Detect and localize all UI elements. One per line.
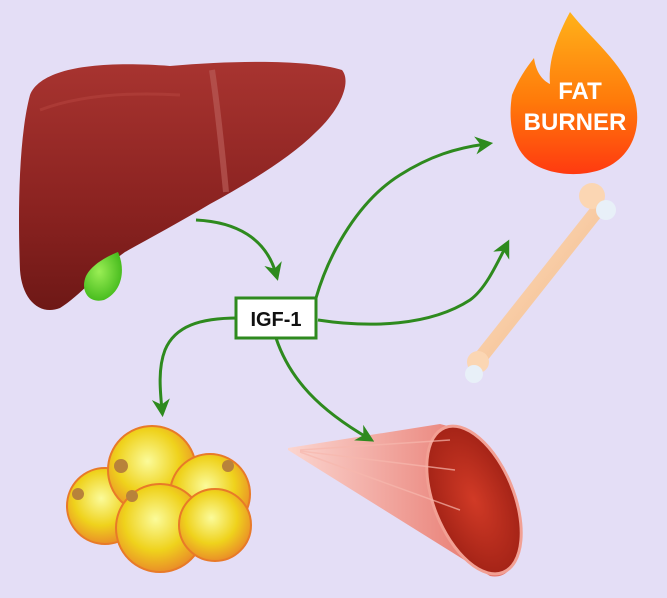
gallbladder-icon — [84, 252, 122, 301]
liver-icon — [19, 61, 346, 311]
arrow-igf1-to-muscle — [274, 337, 375, 442]
igf1-node: IGF-1 — [234, 296, 318, 340]
arrow-igf1-to-fat-cells — [151, 316, 239, 418]
igf1-label: IGF-1 — [250, 309, 301, 331]
arrow-liver-to-igf1 — [195, 218, 282, 281]
arrow-igf1-to-fat-burner — [314, 136, 494, 299]
arrows — [151, 136, 510, 442]
muscle-icon — [288, 424, 523, 577]
bone-icon — [465, 183, 616, 383]
fat-burner-line1: FAT — [558, 78, 602, 105]
fat-cells-icon — [66, 425, 252, 573]
arrow-igf1-to-bone — [317, 239, 510, 326]
fat-burner-line2: BURNER — [524, 109, 627, 136]
flame-icon: FAT BURNER — [510, 12, 638, 175]
